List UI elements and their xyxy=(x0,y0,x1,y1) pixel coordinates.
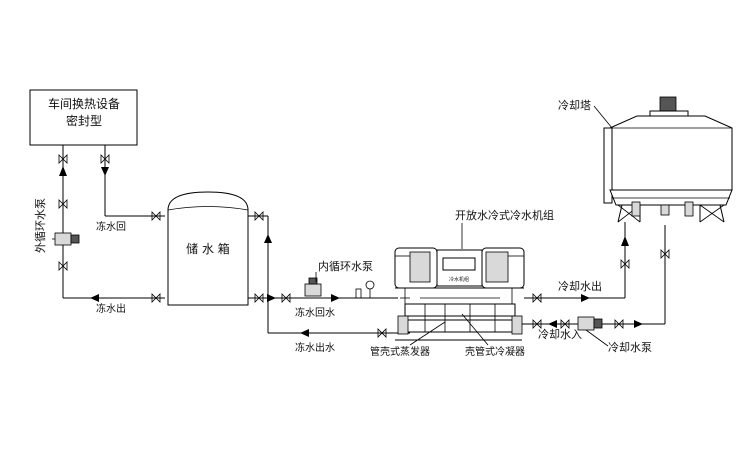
chiller-panel-text: 冷水机组 xyxy=(449,276,469,283)
cooling-pump-icon xyxy=(577,316,603,331)
storage-tank: 储 水 箱 xyxy=(167,191,249,306)
cooling-in-label: 冷却水入 xyxy=(538,328,582,341)
tank-label: 储 水 箱 xyxy=(186,241,230,256)
outer-pump-label: 外循环水泵 xyxy=(34,198,47,253)
chilled-return-mid-label: 冻水回水 xyxy=(295,306,335,319)
inner-pump-icon xyxy=(304,277,322,299)
evaporator-label: 管壳式蒸发器 xyxy=(370,345,430,358)
heat-exchange-equipment: 车间换热设备 密封型 xyxy=(29,89,138,146)
chilled-out-left-label: 冻水出 xyxy=(96,302,126,315)
condenser-label: 壳管式冷凝器 xyxy=(465,345,525,358)
cooling-tower xyxy=(603,96,733,223)
inner-pump-label: 内循环水泵 xyxy=(318,259,373,273)
outer-pump-icon xyxy=(52,232,80,246)
equipment-label-line1: 车间换热设备 xyxy=(48,96,120,111)
cooling-out-label: 冷却水出 xyxy=(558,279,602,293)
equipment-label-line2: 密封型 xyxy=(66,113,102,128)
pressure-gauge-icon xyxy=(355,280,375,299)
chilled-return-top-label: 冻水回 xyxy=(96,220,126,233)
flow-arrow-icon xyxy=(264,234,340,337)
flow-arrow-icon xyxy=(548,236,643,328)
valve-icon xyxy=(532,249,670,329)
chiller-unit-label: 开放水冷式冷水机组 xyxy=(455,208,554,222)
chilled-out-bottom-label: 冻水出水 xyxy=(295,341,335,354)
cooling-tower-label: 冷却塔 xyxy=(558,99,591,112)
valve-icon xyxy=(58,154,161,303)
cooling-water-pipes xyxy=(522,222,666,325)
cooling-pump-label: 冷却水泵 xyxy=(608,341,652,354)
flow-arrow-icon xyxy=(59,166,109,302)
valve-icon xyxy=(254,211,387,338)
chiller-unit: 冷水机组 xyxy=(394,247,525,341)
